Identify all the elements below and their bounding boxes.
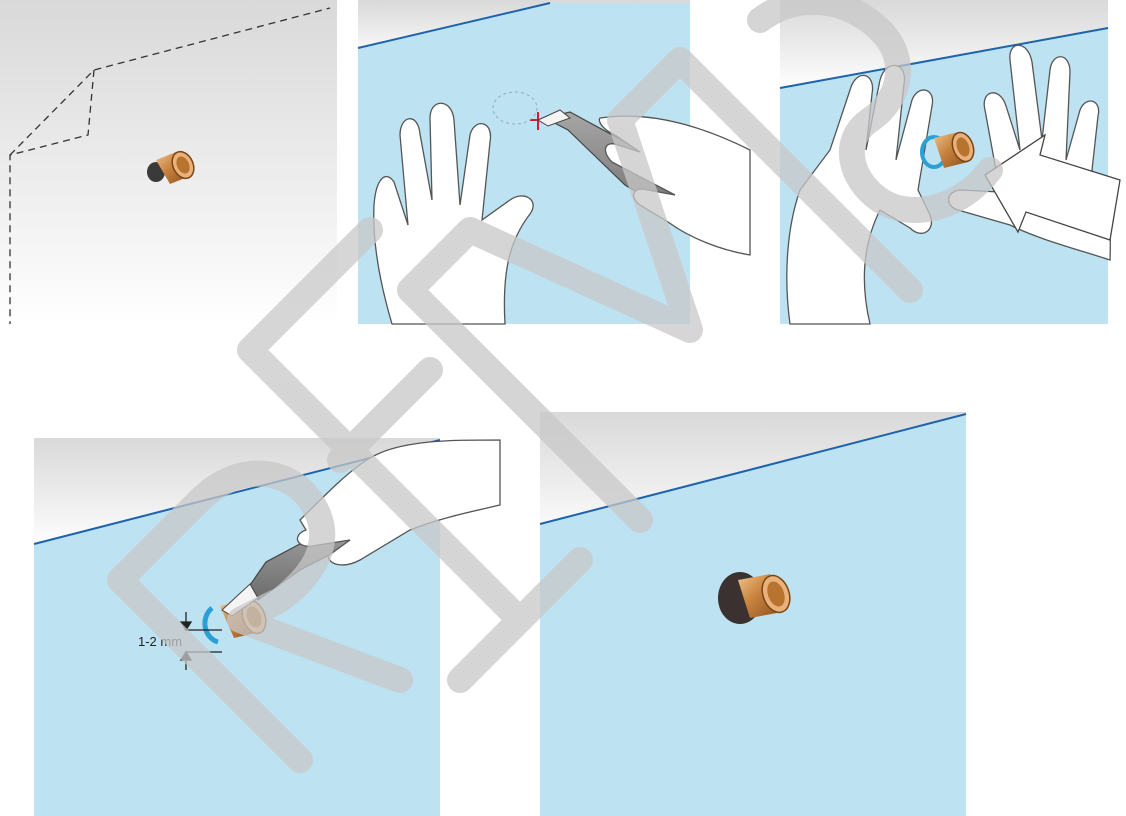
step-3-panel xyxy=(780,0,1120,324)
step-1-panel xyxy=(0,0,337,324)
